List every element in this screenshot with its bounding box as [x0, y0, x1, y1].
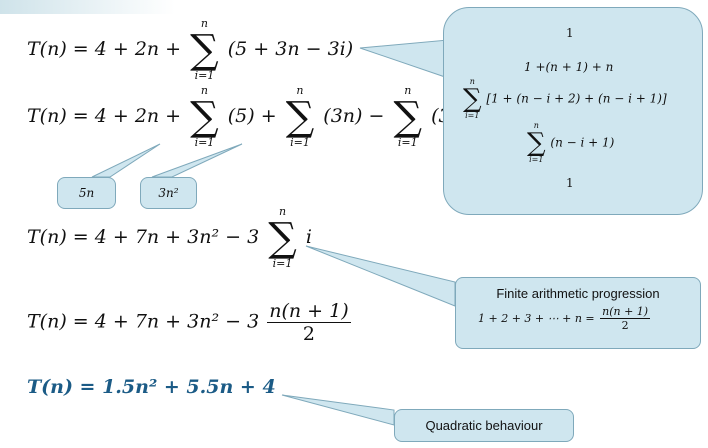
bubble-line-3: n ∑ i=1 [1 + (n − i + 2) + (n − i + 1)]: [462, 78, 667, 120]
line1-sum-upper: n: [200, 17, 208, 30]
line1-sum-lower: i=1: [194, 69, 215, 82]
bubble-line4-lower: i=1: [529, 155, 544, 164]
bubble-line-2: 1 +(n + 1) + n: [524, 60, 614, 74]
quad-tail: [281, 394, 395, 426]
line4-numerator: n(n + 1): [267, 300, 351, 323]
line2-sum-b-upper: n: [296, 84, 304, 97]
bubble-line4-term: (n − i + 1): [550, 135, 615, 150]
bubble-line-4: n ∑ i=1 (n − i + 1): [526, 122, 614, 164]
box-3n2: 3n²: [140, 177, 197, 209]
final-equation: T(n) = 1.5n² + 5.5n + 4: [27, 376, 276, 398]
line2-sum-a-upper: n: [200, 84, 208, 97]
sigma-symbol: ∑: [527, 128, 546, 158]
bubble-line4-sum: n ∑ i=1: [527, 122, 546, 164]
quadratic-behaviour-callout: Quadratic behaviour: [394, 409, 574, 442]
line2-sum-a: n ∑ i=1: [190, 85, 219, 149]
arith-tail: [305, 245, 456, 307]
line2-sum-b: n ∑ i=1: [286, 85, 315, 149]
bubble-tail: [359, 39, 449, 79]
box-5n-text: 5n: [78, 186, 95, 200]
sigma-symbol: ∑: [393, 94, 423, 140]
bubble-line3-lower: i=1: [465, 111, 480, 120]
line3-sum: n ∑ i=1: [268, 206, 297, 270]
sigma-symbol: ∑: [463, 84, 482, 114]
line2-term-b: (3n) −: [323, 105, 391, 127]
line2-term-a: (5) +: [227, 105, 283, 127]
bubble-line-1: 1: [566, 26, 574, 40]
sigma-symbol: ∑: [190, 27, 219, 73]
line3-term: i: [305, 226, 312, 248]
box-3n2-text: 3n²: [158, 186, 179, 200]
equation-line-3: T(n) = 4 + 7n + 3n² − 3 n ∑ i=1 i: [27, 206, 312, 270]
bubble-line3-upper: n: [469, 77, 475, 86]
bubble-line3-sum: n ∑ i=1: [463, 78, 482, 120]
line2-sum-c: n ∑ i=1: [393, 85, 422, 149]
line2-sum-c-upper: n: [404, 84, 412, 97]
arith-denominator: 2: [621, 319, 629, 332]
expansion-bubble: 1 1 +(n + 1) + n n ∑ i=1 [1 + (n − i + 2…: [443, 7, 703, 215]
equation-line-4: T(n) = 4 + 7n + 3n² − 3 n(n + 1) 2: [27, 300, 351, 345]
line2-sum-c-lower: i=1: [397, 136, 418, 149]
arithmetic-progression-callout: Finite arithmetic progression 1 + 2 + 3 …: [455, 277, 701, 349]
line3-lhs: T(n) = 4 + 7n + 3n² − 3: [27, 226, 260, 248]
sigma-symbol: ∑: [285, 94, 315, 140]
arith-numerator: n(n + 1): [600, 305, 651, 319]
sigma-symbol: ∑: [190, 94, 219, 140]
line4-denominator: 2: [302, 323, 315, 345]
line1-lhs: T(n) = 4 + 2n +: [27, 38, 188, 60]
equation-line-2: T(n) = 4 + 2n + n ∑ i=1 (5) + n ∑ i=1 (3…: [27, 85, 464, 149]
line3-sum-upper: n: [278, 205, 287, 218]
line1-sum: n ∑ i=1: [190, 18, 219, 82]
top-strip: [0, 0, 175, 14]
line4-lhs: T(n) = 4 + 7n + 3n² − 3: [27, 310, 260, 333]
bubble-line4-upper: n: [533, 121, 539, 130]
arith-formula-lhs: 1 + 2 + 3 + ⋯ + n =: [478, 312, 595, 325]
line3-sum-lower: i=1: [272, 257, 293, 270]
bubble-line3-term: [1 + (n − i + 2) + (n − i + 1)]: [486, 91, 667, 106]
arith-title: Finite arithmetic progression: [496, 286, 660, 301]
arith-formula: 1 + 2 + 3 + ⋯ + n = n(n + 1) 2: [478, 305, 651, 332]
box-5n: 5n: [57, 177, 116, 209]
equation-line-1: T(n) = 4 + 2n + n ∑ i=1 (5 + 3n − 3i): [27, 18, 353, 82]
arith-fraction: n(n + 1) 2: [600, 305, 651, 332]
line1-term: (5 + 3n − 3i): [227, 38, 354, 60]
line2-sum-b-lower: i=1: [290, 136, 310, 149]
quad-label: Quadratic behaviour: [425, 418, 543, 433]
line2-sum-a-lower: i=1: [194, 136, 215, 149]
bubble-line-5: 1: [566, 176, 574, 190]
line2-lhs: T(n) = 4 + 2n +: [27, 105, 188, 127]
line4-fraction: n(n + 1) 2: [267, 300, 351, 345]
sigma-symbol: ∑: [268, 215, 297, 261]
